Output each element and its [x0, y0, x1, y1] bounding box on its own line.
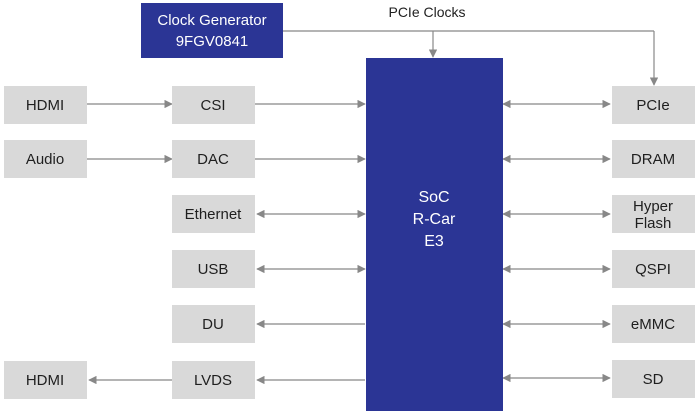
soc-label-line2: R-Car — [413, 211, 456, 228]
hyper-flash-block: Hyper Flash — [612, 195, 695, 233]
usb-label: USB — [198, 261, 229, 278]
du-label: DU — [202, 316, 224, 333]
pcie-block: PCIe — [612, 86, 695, 124]
emmc-label: eMMC — [631, 316, 675, 333]
pcie-label: PCIe — [636, 97, 669, 114]
usb-block: USB — [172, 250, 255, 288]
clock-generator-title: Clock Generator — [157, 12, 266, 29]
dram-block: DRAM — [612, 140, 695, 178]
ethernet-label: Ethernet — [185, 206, 243, 223]
lvds-label: LVDS — [194, 372, 232, 389]
soc-block: SoC R-Car E3 — [366, 58, 503, 411]
qspi-block: QSPI — [612, 250, 695, 288]
hyper-flash-label-line1: Hyper — [633, 198, 673, 215]
hyper-flash-label-line2: Flash — [635, 215, 672, 232]
audio-block: Audio — [4, 140, 87, 178]
sd-label: SD — [643, 371, 664, 388]
hdmi-input-block: HDMI — [4, 86, 87, 124]
lvds-block: LVDS — [172, 361, 255, 399]
left-outer-blocks: HDMI Audio HDMI — [4, 86, 87, 399]
left-inner-blocks: CSI DAC Ethernet USB DU LVDS — [172, 86, 255, 399]
hdmi-input-label: HDMI — [26, 97, 64, 114]
ethernet-block: Ethernet — [172, 195, 255, 233]
csi-label: CSI — [200, 97, 225, 114]
du-block: DU — [172, 305, 255, 343]
clock-generator-part: 9FGV0841 — [176, 33, 249, 50]
emmc-block: eMMC — [612, 305, 695, 343]
audio-label: Audio — [26, 151, 64, 168]
connections — [87, 30, 659, 385]
hdmi-output-block: HDMI — [4, 361, 87, 399]
hdmi-output-label: HDMI — [26, 372, 64, 389]
dac-label: DAC — [197, 151, 229, 168]
qspi-label: QSPI — [635, 261, 671, 278]
pcie-clocks-label: PCIe Clocks — [388, 4, 465, 20]
right-blocks: PCIe DRAM Hyper Flash QSPI eMMC SD — [612, 86, 695, 398]
soc-label-line3: E3 — [424, 233, 444, 250]
sd-block: SD — [612, 360, 695, 398]
csi-block: CSI — [172, 86, 255, 124]
clock-generator-block: Clock Generator 9FGV0841 — [141, 3, 283, 58]
dac-block: DAC — [172, 140, 255, 178]
soc-label-line1: SoC — [418, 189, 449, 206]
dram-label: DRAM — [631, 151, 675, 168]
